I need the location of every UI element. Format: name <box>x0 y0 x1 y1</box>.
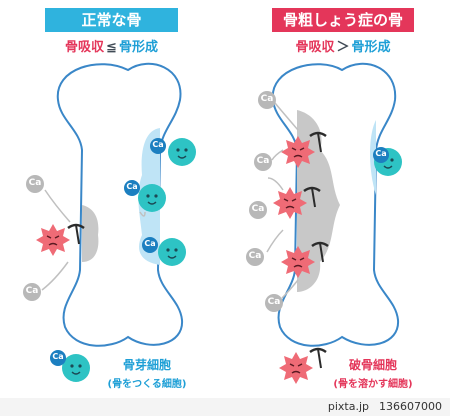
normal-bone-equation: 骨吸収≦骨形成 <box>45 40 178 56</box>
ca-label: Ca <box>25 286 39 296</box>
normal-bone <box>56 62 184 347</box>
osteoclast-cell <box>35 223 71 257</box>
relation-symbol: ≦ <box>106 40 117 55</box>
resorption-label: 骨吸収 <box>295 40 335 55</box>
bone-resorption-area <box>82 205 99 262</box>
ca-label: Ca <box>248 251 262 261</box>
osteoblast-description: (骨をつくる細胞) <box>107 379 187 390</box>
ca-label: Ca <box>256 156 270 166</box>
osteoclast-legend: 破骨細胞 (骨を溶かす細胞) <box>318 356 428 390</box>
ca-label: Ca <box>267 297 281 307</box>
ca-legend-icon <box>50 350 66 366</box>
osteoporosis-bone-equation: 骨吸収＞骨形成 <box>272 40 414 56</box>
ca-label: Ca <box>260 94 274 104</box>
resorption-label: 骨吸収 <box>65 40 105 55</box>
ca-label: Ca <box>52 352 64 361</box>
osteoblast-cell <box>137 183 167 213</box>
bone-formation-area <box>370 120 376 195</box>
ca-label: Ca <box>28 178 42 188</box>
footer: pixta.jp 136607000 <box>0 398 450 416</box>
osteoblast-name: 骨芽細胞 <box>122 358 171 372</box>
ca-label: Ca <box>144 239 156 248</box>
osteoblast-cell <box>157 237 187 267</box>
osteoclast-name: 破骨細胞 <box>348 358 397 372</box>
normal-bone-title: 正常な骨 <box>45 8 178 32</box>
released-calcium <box>23 91 283 312</box>
formation-label: 骨形成 <box>351 40 391 55</box>
osteoclast-description: (骨を溶かす細胞) <box>333 379 413 390</box>
formation-label: 骨形成 <box>118 40 158 55</box>
ca-label: Ca <box>375 149 387 158</box>
ca-label: Ca <box>251 204 265 214</box>
footer-site: pixta.jp <box>327 400 369 413</box>
osteoblast-cell <box>167 137 197 167</box>
relation-symbol: ＞ <box>336 40 350 55</box>
osteoporosis-bone-title: 骨粗しょう症の骨 <box>272 8 414 32</box>
osteoblast-legend-icon <box>61 353 91 383</box>
osteoclast-legend-icon <box>278 351 314 385</box>
deposited-calcium <box>124 138 389 253</box>
osteoblast-legend: 骨芽細胞 (骨をつくる細胞) <box>92 356 202 390</box>
release-arrows <box>41 102 299 299</box>
footer-id: 136607000 <box>379 400 442 413</box>
ca-label: Ca <box>152 140 164 149</box>
ca-label: Ca <box>126 182 138 191</box>
